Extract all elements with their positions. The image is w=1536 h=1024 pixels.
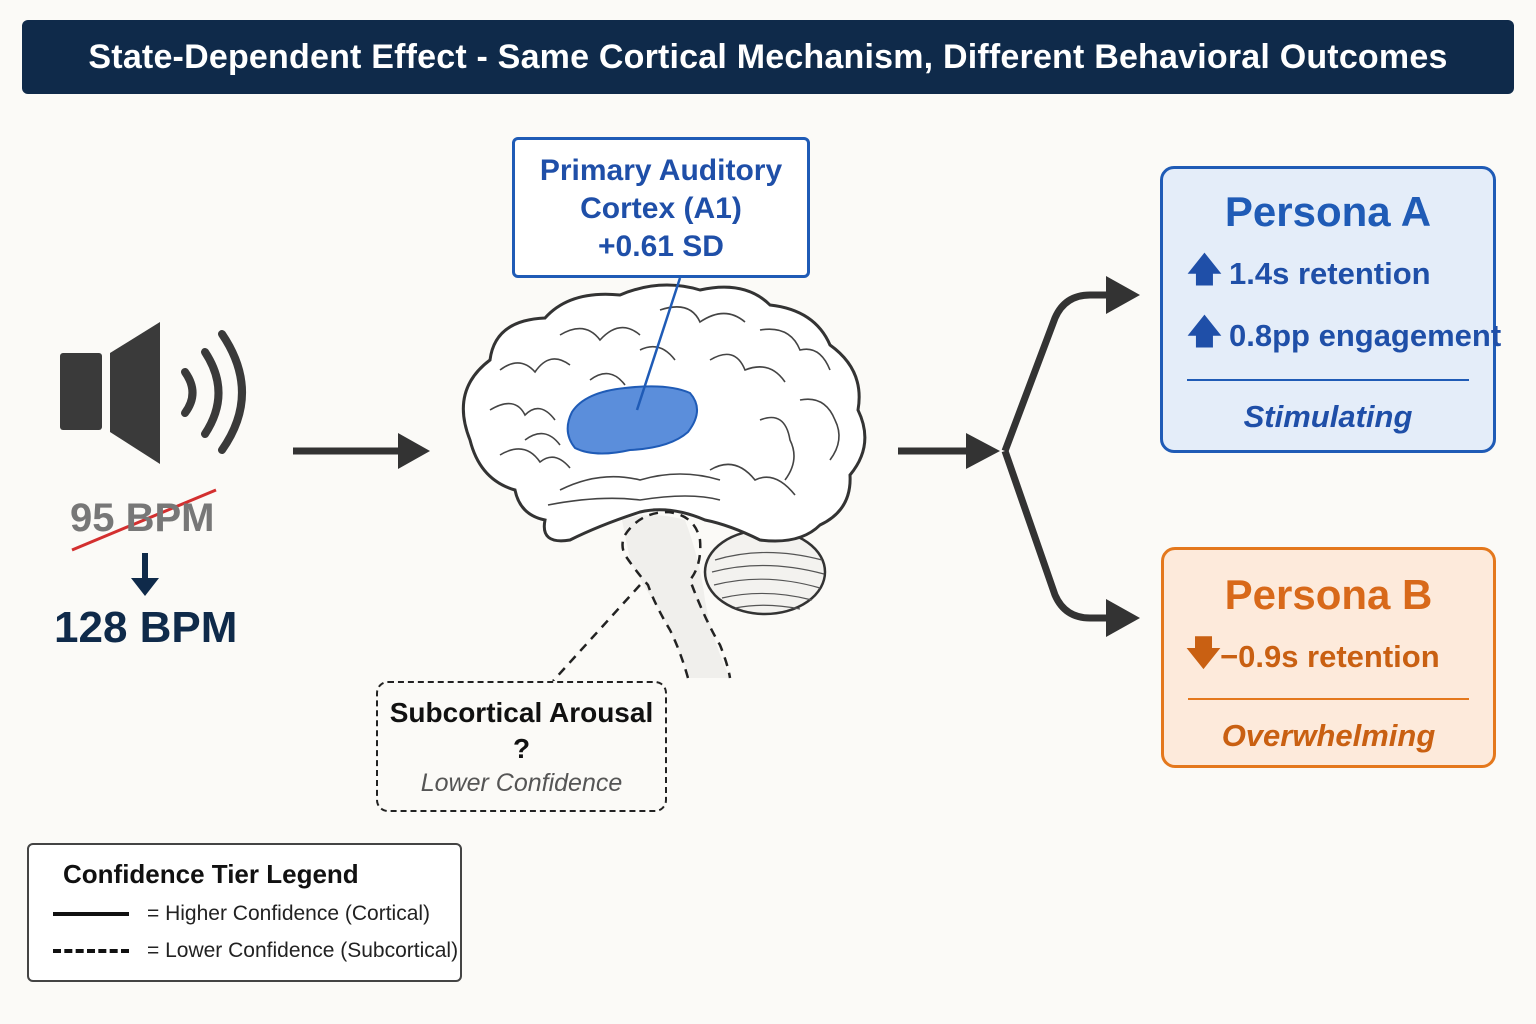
persona-b-descriptor: Overwhelming [1221,718,1436,753]
old-tempo-label: 95 BPM [70,496,215,540]
callout-line-2: Cortex (A1) [580,192,742,225]
persona-a-descriptor: Stimulating [1243,399,1413,434]
metric-text: −0.9s retention [1220,639,1440,674]
brain-icon [461,283,867,678]
subcortical-dashed-outline [621,510,732,679]
brain-gyri [489,306,840,506]
subcortical-question-mark: ? [512,733,531,764]
legend-label: = Lower Confidence (Subcortical) [147,939,459,962]
arrow-up-icon: 🡅 [1187,312,1222,351]
persona-b-card: Persona B 🡇 −0.9s retention Overwhelming [1161,547,1496,768]
speaker-icon [60,322,246,464]
legend-item-dashed: = Lower Confidence (Subcortical) [53,939,458,963]
page-title: State-Dependent Effect - Same Cortical M… [22,20,1514,94]
legend-title: Confidence Tier Legend [63,859,359,889]
a1-leader-line [635,277,682,411]
auditory-cortex-highlight [566,385,698,455]
auditory-cortex-callout: Primary Auditory Cortex (A1) +0.61 SD [512,137,810,278]
branch-arrows [1001,276,1140,637]
brainstem [622,515,730,678]
metric-text: 0.8pp engagement [1229,318,1502,353]
persona-b-metric-retention: 🡇 −0.9s retention [1186,632,1493,682]
persona-a-metric-engagement: 🡅 0.8pp engagement [1187,311,1501,361]
solid-line-swatch [53,912,129,916]
arrow-up-icon: 🡅 [1187,250,1222,289]
subcortical-confidence: Lower Confidence [420,769,623,797]
new-tempo-label: 128 BPM [54,603,238,652]
input-arrow [293,433,430,469]
persona-a-title: Persona A [1224,188,1432,235]
confidence-legend: Confidence Tier Legend = Higher Confiden… [27,843,462,982]
persona-a-metric-retention: 🡅 1.4s retention [1187,249,1493,299]
persona-b-title: Persona B [1224,571,1433,618]
output-arrow [898,433,1000,469]
legend-item-solid: = Higher Confidence (Cortical) [53,902,430,926]
divider [1187,379,1469,381]
persona-a-card: Persona A 🡅 1.4s retention 🡅 0.8pp engag… [1160,166,1501,453]
subcortical-leader-line [552,584,641,682]
metric-text: 1.4s retention [1229,256,1431,291]
subcortical-title: Subcortical Arousal [389,697,654,728]
arrow-down-icon: 🡇 [1186,633,1221,672]
subcortical-callout: Subcortical Arousal ? Lower Confidence [376,681,667,812]
cerebellum [703,528,827,616]
callout-line-1: Primary Auditory [539,154,783,187]
tempo-change-arrow [131,553,159,596]
callout-effect-size: +0.61 SD [598,230,724,263]
legend-label: = Higher Confidence (Cortical) [147,902,431,925]
strikethrough-line [71,488,217,552]
dashed-line-swatch [53,949,129,953]
divider [1188,698,1469,700]
